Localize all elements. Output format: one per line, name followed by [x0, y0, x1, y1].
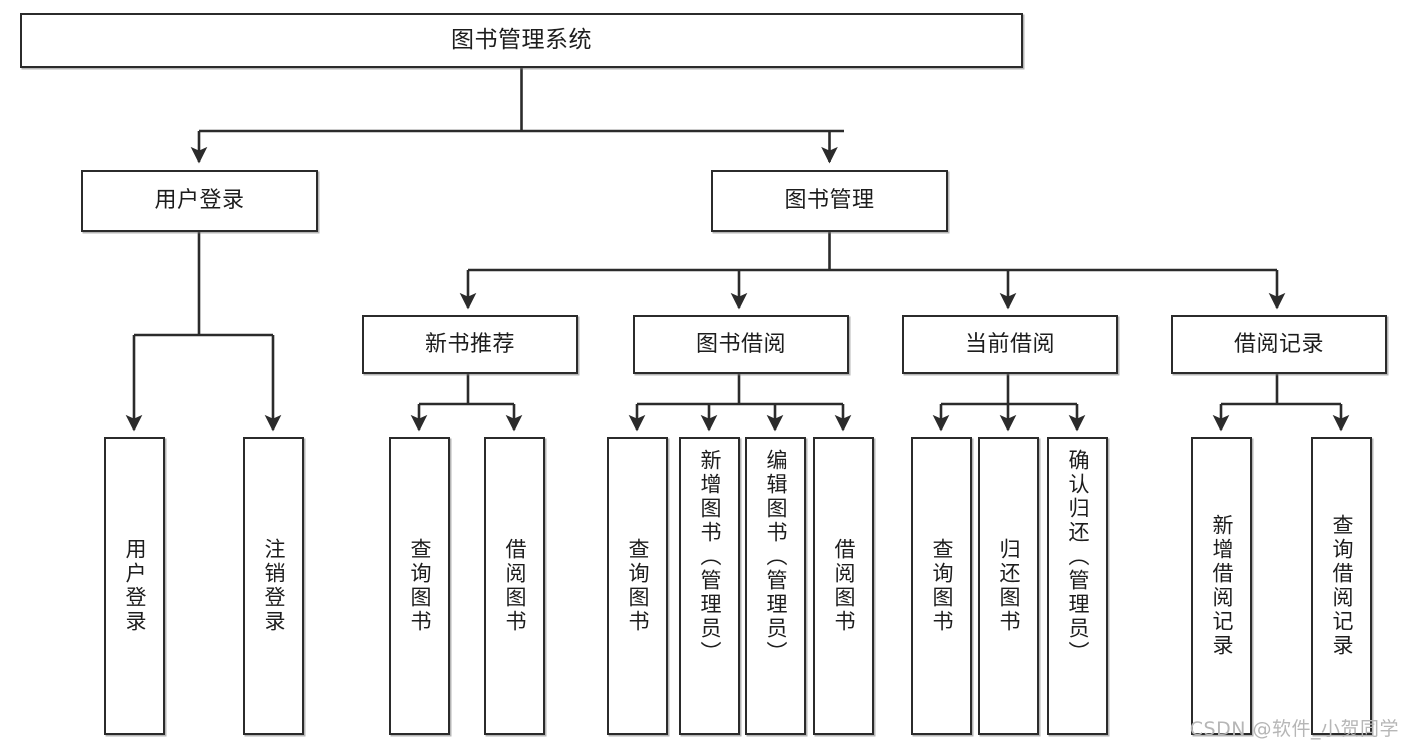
node-label: 编辑图书（管理员） [764, 449, 788, 665]
node-label: 归还图书 [997, 538, 1021, 634]
watermark: CSDN @软件_小贺同学 [1189, 718, 1399, 740]
node-label: 借阅图书 [832, 538, 856, 634]
node-label: 查询图书 [626, 538, 650, 634]
leaf-query-book-current[interactable]: 查询图书 [911, 437, 972, 735]
leaf-edit-book-admin[interactable]: 编辑图书（管理员） [745, 437, 806, 735]
node-label: 新书推荐 [424, 331, 515, 357]
node-label: 当前借阅 [964, 331, 1055, 357]
node-book-borrowing[interactable]: 图书借阅 [633, 315, 849, 374]
node-user-login[interactable]: 用户登录 [81, 170, 318, 232]
node-label: 查询借阅记录 [1330, 514, 1354, 658]
node-label: 图书管理系统 [451, 26, 592, 53]
node-label: 图书管理 [784, 188, 875, 214]
node-label: 注销登录 [262, 538, 286, 634]
node-label: 查询图书 [408, 538, 432, 634]
leaf-add-borrow-record[interactable]: 新增借阅记录 [1191, 437, 1252, 735]
node-new-book-recommendation[interactable]: 新书推荐 [362, 315, 578, 374]
node-label: 用户登录 [123, 538, 147, 634]
leaf-logout[interactable]: 注销登录 [243, 437, 304, 735]
leaf-query-book-borrowing[interactable]: 查询图书 [607, 437, 668, 735]
node-label: 确认归还（管理员） [1066, 449, 1090, 665]
node-label: 查询图书 [930, 538, 954, 634]
node-book-management[interactable]: 图书管理 [711, 170, 948, 232]
node-book-management-system[interactable]: 图书管理系统 [20, 13, 1023, 68]
node-label: 图书借阅 [695, 331, 786, 357]
leaf-user-login[interactable]: 用户登录 [104, 437, 165, 735]
leaf-borrow-book-borrowing[interactable]: 借阅图书 [813, 437, 874, 735]
leaf-return-book[interactable]: 归还图书 [978, 437, 1039, 735]
leaf-query-book-recommendation[interactable]: 查询图书 [389, 437, 450, 735]
leaf-confirm-return-admin[interactable]: 确认归还（管理员） [1047, 437, 1108, 735]
node-label: 借阅记录 [1233, 331, 1324, 357]
node-current-borrowing[interactable]: 当前借阅 [902, 315, 1118, 374]
leaf-query-borrow-record[interactable]: 查询借阅记录 [1311, 437, 1372, 735]
node-label: 新增借阅记录 [1210, 514, 1234, 658]
leaf-borrow-book-recommendation[interactable]: 借阅图书 [484, 437, 545, 735]
node-label: 借阅图书 [503, 538, 527, 634]
node-borrowing-record[interactable]: 借阅记录 [1171, 315, 1387, 374]
node-label: 用户登录 [154, 188, 245, 214]
leaf-add-book-admin[interactable]: 新增图书（管理员） [679, 437, 740, 735]
node-label: 新增图书（管理员） [698, 449, 722, 665]
